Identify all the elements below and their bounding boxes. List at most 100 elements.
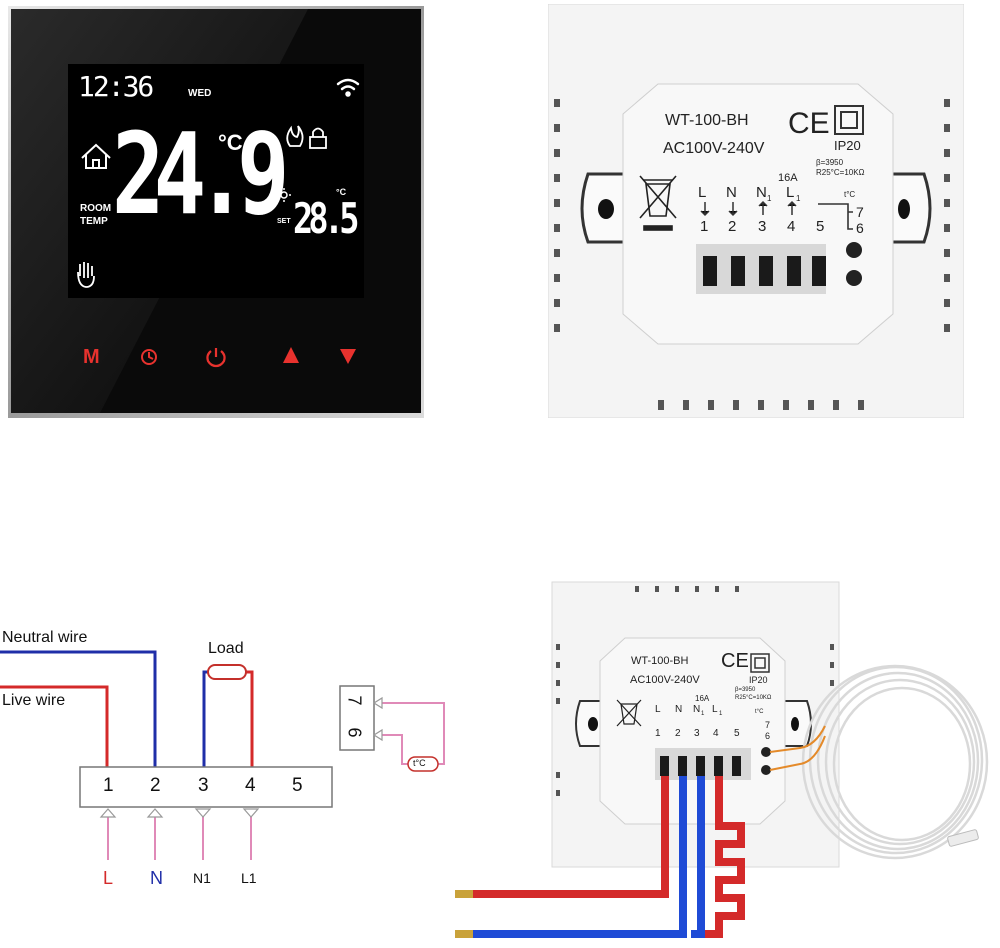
up-arrow-icon[interactable]	[283, 347, 299, 363]
small-current-rating: 16A	[695, 694, 710, 703]
wiring-diagram: Neutral wire Live wire Load 1 2 3 4 5 L …	[0, 620, 470, 900]
wiring-diagram-svg	[0, 650, 445, 860]
room-label-1: ROOM	[80, 203, 112, 214]
sensor-screw-6	[846, 270, 862, 286]
terminal-3: 3	[198, 775, 209, 796]
bottom-label-n: N	[150, 868, 163, 888]
terminal-letter-4: L	[786, 184, 795, 201]
sensor-label: t°C	[844, 190, 856, 199]
red-heating-coil	[705, 776, 745, 938]
ip-rating: IP20	[834, 138, 861, 153]
small-voltage-label: AC100V-240V	[630, 674, 700, 686]
live-wire-label: Live wire	[2, 692, 66, 709]
small-recycle-bin-icon	[616, 699, 642, 727]
red-wire-tip	[455, 890, 473, 898]
voltage-label: AC100V-240V	[663, 140, 765, 157]
load-wire-n1	[202, 670, 210, 767]
set-temperature: 28.5	[293, 194, 360, 243]
terminal-letter-3: N	[756, 184, 767, 201]
ip-box-icon	[834, 105, 864, 135]
terminal-number-5: 5	[816, 218, 825, 235]
bottom-pink-wires	[107, 817, 252, 860]
arrow-right-icon	[254, 203, 270, 215]
set-label: SET	[277, 218, 291, 225]
sensor-terminal-6: 6	[344, 727, 365, 738]
sensor-number-6: 6	[856, 220, 864, 236]
day-label: WED	[188, 88, 212, 99]
lcd-screen	[68, 64, 364, 298]
small-terminal-letter-3: N	[693, 704, 701, 715]
sensor-resistor-label: t°C	[413, 758, 426, 768]
small-terminal-sub-4: 1	[719, 711, 723, 717]
down-arrow-icon[interactable]	[340, 349, 356, 364]
terminal-2: 2	[150, 775, 161, 796]
neutral-wire-label: Neutral wire	[2, 629, 88, 646]
current-rating: 16A	[778, 172, 798, 184]
red-wire-1	[461, 776, 669, 898]
terminal-letter-1: L	[698, 184, 707, 201]
set-unit: °C	[336, 187, 347, 197]
small-terminal-sub-3: 1	[701, 711, 705, 717]
neutral-wire-line	[0, 650, 157, 767]
terminal-sub-3: 1	[767, 194, 772, 203]
small-terminal-number-2: 2	[675, 728, 681, 739]
terminal-number-1: 1	[700, 218, 709, 235]
flame-icon	[286, 125, 304, 147]
small-terminal-number-4: 4	[713, 728, 719, 739]
terminal-5: 5	[292, 775, 303, 796]
sensor-connection-lines	[818, 203, 853, 230]
room-unit: °C	[218, 130, 243, 155]
small-terminal-letter-1: L	[655, 704, 661, 715]
blue-wire-tip	[455, 930, 473, 938]
sensor-screw-7	[846, 242, 862, 258]
ce-mark: CE	[788, 107, 830, 140]
r25-value: R25°C=10KΩ	[816, 168, 865, 177]
installed-panel-svg	[455, 581, 989, 938]
room-temperature: 24.9	[112, 110, 290, 240]
clock-icon[interactable]	[141, 349, 157, 365]
small-terminal-number-1: 1	[655, 728, 661, 739]
sun-icon	[277, 188, 291, 202]
small-sensor-number-7: 7	[765, 720, 771, 730]
small-terminal-letter-4: L	[712, 704, 718, 715]
small-sensor-label: t°C	[755, 709, 764, 715]
clock-time: 12:36	[78, 70, 154, 103]
terminal-number-3: 3	[758, 218, 767, 235]
bottom-label-n1: N1	[193, 870, 211, 886]
vent-slots	[554, 99, 950, 410]
blue-wire-1	[461, 776, 687, 938]
mode-button-m[interactable]: M	[83, 346, 100, 368]
bottom-terminal-arrows	[99, 808, 260, 818]
back-housing	[622, 83, 894, 345]
sensor-terminal-7: 7	[344, 695, 365, 706]
lock-icon	[309, 127, 327, 149]
terminal-4: 4	[245, 775, 256, 796]
load-label: Load	[208, 640, 244, 657]
small-terminal-number-5: 5	[734, 728, 740, 739]
hand-icon	[77, 262, 95, 288]
terminal-number-4: 4	[787, 218, 796, 235]
load-wire-l1	[244, 670, 254, 767]
bottom-label-l1: L1	[241, 870, 257, 886]
small-vent-slots	[556, 586, 834, 796]
terminal-letter-2: N	[726, 184, 737, 201]
sensor-terminal-box	[339, 685, 375, 751]
terminal-1: 1	[103, 775, 114, 796]
thermostat-front: M 12:36 WED 24.9 °C ROOM TEMP SET 28.5 °…	[8, 6, 424, 418]
small-r25-value: R25°C=10KΩ	[735, 695, 772, 701]
home-icon	[81, 143, 111, 169]
small-ce-mark: CE	[721, 650, 749, 672]
sensor-resistor	[407, 756, 439, 772]
terminal-number-2: 2	[728, 218, 737, 235]
sensor-number-7: 7	[856, 204, 864, 220]
terminal-arrows	[700, 200, 797, 217]
bottom-label-l: L	[103, 868, 114, 888]
terminal-strip	[79, 766, 333, 808]
small-model-label: WT-100-BH	[631, 655, 689, 667]
back-panel: WT-100-BH AC100V-240V CE IP20 16A β=3950…	[547, 3, 965, 419]
power-icon[interactable]	[206, 348, 226, 368]
thermostat-front-svg: M	[8, 6, 424, 418]
installed-panel: WT-100-BH AC100V-240V CE IP20 16A β=3950…	[455, 576, 1000, 943]
small-terminal-number-3: 3	[694, 728, 700, 739]
small-sensor-number-6: 6	[765, 731, 771, 741]
